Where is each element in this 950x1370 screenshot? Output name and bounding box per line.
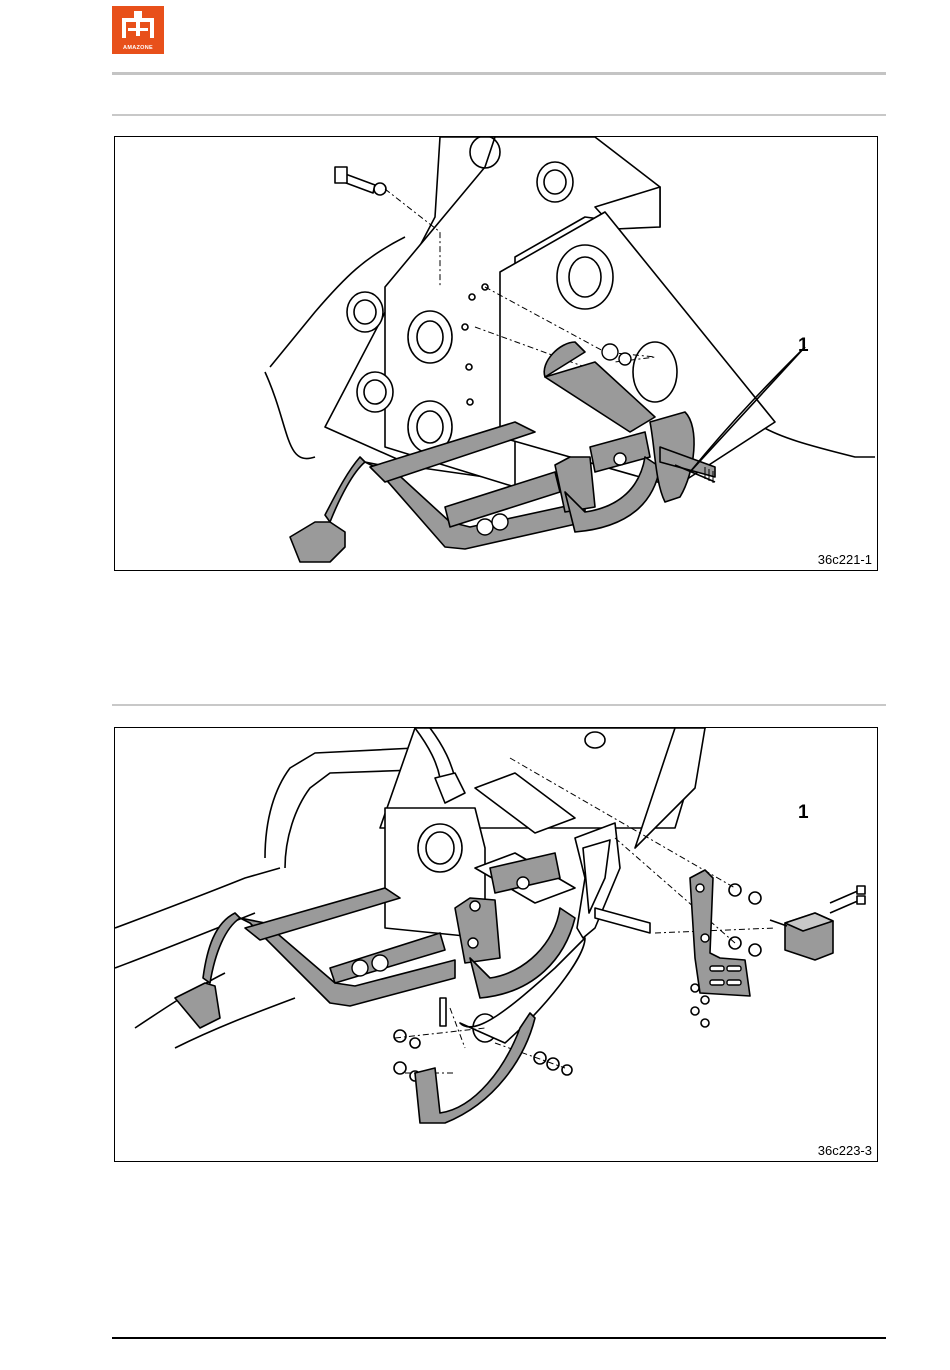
- logo-text: AMAZONE: [114, 45, 162, 51]
- footer-rule: [112, 1337, 886, 1339]
- section-divider: [112, 114, 886, 116]
- figure-1: 1 36c221-1: [114, 136, 878, 571]
- figure-1-drawing: [115, 137, 877, 570]
- figure-code: 36c223-3: [818, 1143, 872, 1158]
- header-rule: [112, 72, 886, 75]
- callout-label: 1: [798, 335, 809, 357]
- callout-label: 1: [798, 802, 809, 824]
- figure-2: 1 36c223-3: [114, 727, 878, 1162]
- figure-code: 36c221-1: [818, 552, 872, 567]
- amazone-logo: AMAZONE: [112, 6, 164, 54]
- section-divider: [112, 704, 886, 706]
- figure-2-drawing: [115, 728, 877, 1161]
